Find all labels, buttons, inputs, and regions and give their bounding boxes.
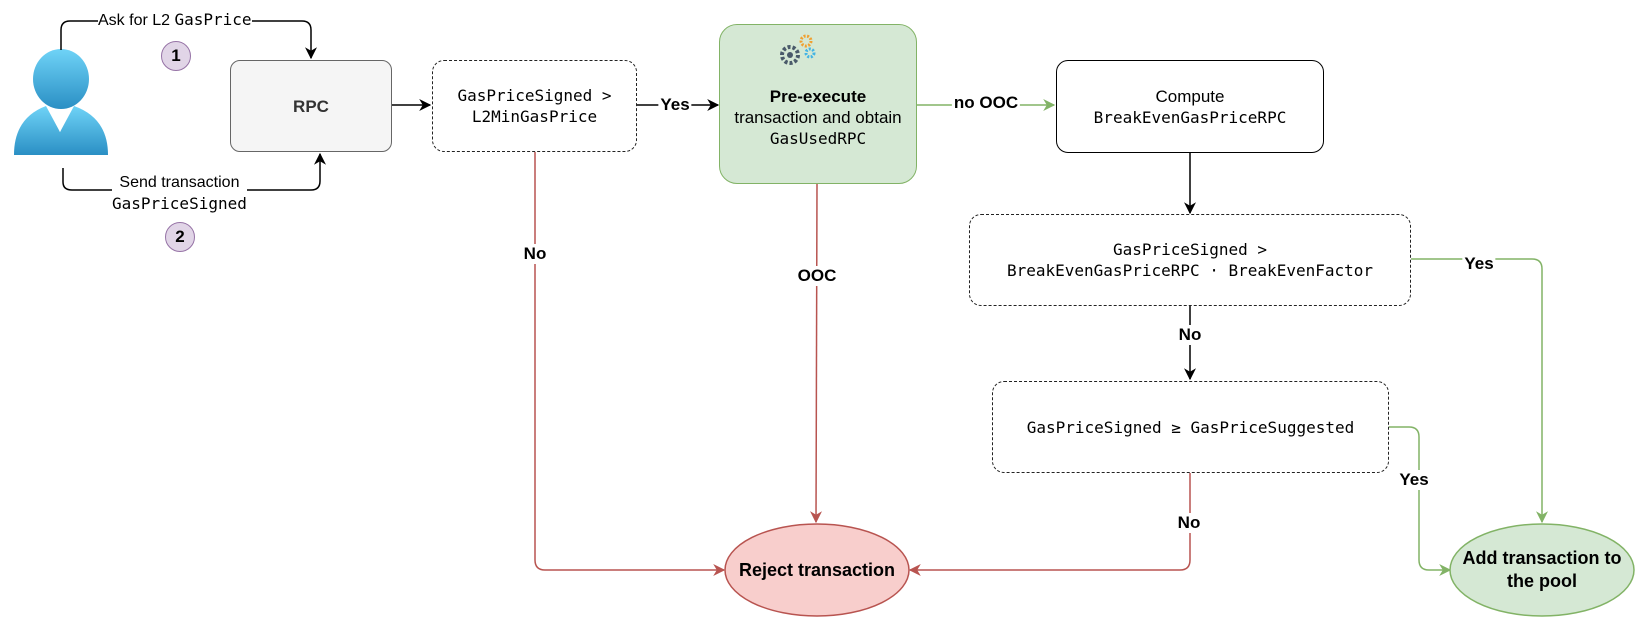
ask-gasprice-label: Ask for L2 GasPrice [98, 9, 252, 31]
step-1-number: 1 [171, 46, 181, 65]
reject-node: Reject transaction [725, 524, 909, 616]
send-line1: Send transaction [119, 174, 240, 191]
edge-label-ooc: OOC [795, 266, 839, 286]
send-code: GasPriceSigned [112, 194, 247, 213]
compute-line1: Compute [1155, 86, 1225, 106]
gears-icon [780, 34, 816, 65]
user-icon [14, 49, 108, 155]
add-node-shape [1449, 523, 1635, 617]
step-1-badge: 1 [161, 41, 191, 71]
check-min-line2: L2MinGasPrice [471, 107, 598, 126]
edge-label-no-ooc: no OOC [951, 93, 1021, 113]
edge-label-no-min: No [521, 244, 549, 264]
pre-execute-line2: transaction and obtain [734, 107, 902, 127]
edge-label-yes-breakeven: Yes [1462, 254, 1496, 274]
edge-yes-suggested [1389, 426, 1452, 576]
send-transaction-label: Send transaction GasPriceSigned [112, 172, 247, 214]
step-2-number: 2 [175, 227, 185, 246]
check-suggested-node: GasPriceSigned ≥ GasPriceSuggested [992, 381, 1389, 473]
edge-label-no-suggested: No [1175, 513, 1203, 533]
add-label: Add transaction to the pool [1462, 548, 1622, 591]
pre-execute-line3: GasUsedRPC [769, 128, 867, 148]
check-min-gasprice-node: GasPriceSigned > L2MinGasPrice [432, 60, 637, 152]
rpc-label: RPC [293, 96, 329, 116]
rpc-node: RPC [230, 60, 392, 152]
ask-code: GasPrice [174, 10, 252, 29]
compute-node: Compute BreakEvenGasPriceRPC [1056, 60, 1324, 153]
check-breakeven-line1: GasPriceSigned > [1112, 240, 1268, 259]
check-breakeven-node: GasPriceSigned > BreakEvenGasPriceRPC · … [969, 214, 1411, 306]
edge-yes-breakeven [1411, 258, 1548, 524]
edge-label-no-breakeven: No [1176, 325, 1204, 345]
pre-execute-node: Pre-execute transaction and obtain GasUs… [719, 24, 917, 184]
check-min-line1: GasPriceSigned > [457, 86, 612, 105]
check-breakeven-line2: BreakEvenGasPriceRPC · BreakEvenFactor [1006, 261, 1374, 280]
edge-no-min [534, 152, 726, 576]
check-suggested-line: GasPriceSigned ≥ GasPriceSuggested [1026, 417, 1355, 437]
reject-label: Reject transaction [738, 559, 896, 580]
edge-label-yes-suggested: Yes [1397, 470, 1431, 490]
add-node: Add transaction to the pool [1458, 532, 1626, 608]
pre-execute-title: Pre-execute [769, 86, 867, 106]
edge-ooc [810, 183, 823, 524]
compute-line2: BreakEvenGasPriceRPC [1093, 107, 1287, 127]
edge-no-suggested [908, 473, 1191, 576]
edge-label-yes-min: Yes [658, 95, 692, 115]
ask-prefix: Ask for L2 [98, 12, 171, 29]
reject-node-shape [724, 523, 910, 617]
step-2-badge: 2 [165, 222, 195, 252]
